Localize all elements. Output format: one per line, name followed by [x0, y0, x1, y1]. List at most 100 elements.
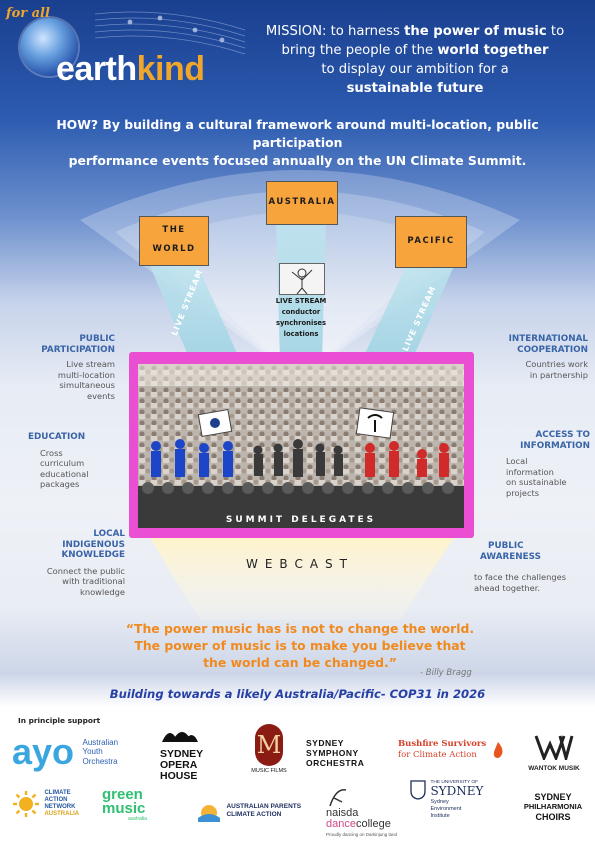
- beam-pacific: [362, 266, 454, 360]
- mission-emphasis: the power of music: [404, 24, 547, 39]
- feature-body: Live stream multi-location simultaneous …: [5, 359, 115, 401]
- can-sun-icon: [13, 791, 39, 817]
- mission-line-1: MISSION: to harness the power of music t…: [245, 22, 585, 41]
- mission-text: bring the people of the: [281, 43, 438, 58]
- usyd-text: THE UNIVERSITY OF SYDNEY Sydney Environm…: [430, 780, 483, 820]
- sponsor-sydney-philharmonia-choirs: SYDNEY PHILHARMONIA CHOIRS: [514, 792, 592, 822]
- sponsor-australian-parents-climate-action: AUSTRALIAN PARENTS CLIMATE ACTION: [196, 800, 326, 822]
- wantok-logo-icon: [534, 735, 574, 764]
- usyd-crest-icon: [410, 780, 426, 800]
- mission-line-4: sustainable future: [245, 79, 585, 98]
- feature-body-line: on sustainable: [506, 477, 567, 487]
- feature-body-line: Countries work: [525, 359, 589, 369]
- opera-house-icon: [162, 732, 198, 742]
- feature-title: AWARENESS: [480, 551, 541, 562]
- usyd-line: THE UNIVERSITY OF: [430, 780, 479, 785]
- feature-body-line: ahead together.: [474, 582, 541, 593]
- live-stream-note: LIVE STREAM conductor synchronises locat…: [266, 296, 336, 340]
- mission-statement: MISSION: to harness the power of music t…: [245, 22, 585, 98]
- apca-text: AUSTRALIAN PARENTS CLIMATE ACTION: [226, 803, 301, 819]
- cop31-statement: Building towards a likely Australia/Paci…: [109, 687, 486, 701]
- feature-public-participation: PUBLIC PARTICIPATION Live stream multi-l…: [5, 334, 115, 401]
- feature-body-line: Local: [506, 456, 528, 466]
- feature-body-line: to face the challenges: [474, 572, 567, 582]
- opera-house-line: SYDNEY: [160, 748, 204, 760]
- spc-line: CHOIRS: [535, 812, 571, 822]
- live-stream-note-line: synchronises: [275, 319, 327, 327]
- summit-screen-image: [138, 364, 464, 528]
- spc-text: SYDNEY PHILHARMONIA CHOIRS: [514, 792, 592, 822]
- feature-body-line: simultaneous: [59, 380, 115, 390]
- music-notes: [127, 15, 225, 43]
- apca-sun-icon: [198, 805, 220, 822]
- location-box-world: THE WORLD: [139, 216, 209, 266]
- location-label: THE: [162, 225, 186, 235]
- logo-earth: earth: [56, 50, 137, 88]
- location-label: AUSTRALIA: [268, 197, 336, 207]
- usyd-line: Environment: [430, 806, 462, 812]
- sponsor-naisda-dance-college: naisda dancecollege Proudly dancing on D…: [326, 786, 406, 837]
- conductor-sketch-image: [279, 263, 325, 295]
- naisda-tagline: Proudly dancing on Darkinjung land: [326, 832, 398, 837]
- opera-house-text: SYDNEY OPERA HOUSE: [160, 749, 230, 782]
- feature-public-awareness: PUBLIC AWARENESS to face the challenges …: [474, 541, 586, 593]
- sponsor-wantok-musik: WANTOK MUSIK: [522, 734, 586, 772]
- feature-international-cooperation: INTERNATIONAL COOPERATION Countries work…: [488, 334, 588, 380]
- quote-author: - Billy Bragg: [420, 668, 472, 678]
- feature-title: KNOWLEDGE: [61, 550, 125, 560]
- bushfire-line: Bushfire Survivors: [398, 739, 487, 749]
- mission-emphasis: world together: [437, 43, 549, 58]
- feature-body-line: packages: [40, 479, 80, 489]
- can-line: NETWORK: [44, 804, 76, 810]
- feature-title: LOCAL: [93, 529, 125, 539]
- mission-emphasis: sustainable future: [346, 81, 484, 96]
- spc-line: SYDNEY: [534, 792, 572, 802]
- music-films-name: MUSIC FILMS: [251, 768, 287, 774]
- feature-title: INFORMATION: [520, 440, 590, 451]
- ayo-text-line: Australian: [82, 737, 119, 747]
- sso-line: SYMPHONY: [306, 748, 359, 758]
- green-music-country: australia: [128, 816, 147, 822]
- feature-body-line: Live stream: [66, 359, 115, 369]
- usyd-line: SYDNEY: [430, 784, 484, 798]
- opera-house-line: OPERA: [160, 759, 198, 771]
- sponsor-bushfire-survivors: Bushfire Survivors for Climate Action: [398, 739, 518, 761]
- mission-line-2: bring the people of the world together: [245, 41, 585, 60]
- quote-line: the world can be changed.”: [203, 655, 397, 670]
- music-films-logo: M: [255, 724, 283, 766]
- webcast-cone: [150, 538, 454, 620]
- beam-world: [150, 266, 240, 360]
- sso-line: SYDNEY: [306, 738, 344, 748]
- feature-body-line: knowledge: [80, 586, 125, 597]
- sponsor-climate-action-network: CLIMATE ACTION NETWORK AUSTRALIA: [12, 790, 102, 818]
- feature-body: Countries work in partnership: [488, 359, 589, 380]
- feature-title: PARTICIPATION: [41, 344, 115, 355]
- naisda-line: naisda: [326, 807, 359, 819]
- how-line-2: performance events focused annually on t…: [68, 153, 527, 168]
- naisda-dancer-icon: [329, 789, 347, 807]
- feature-education: EDUCATION Cross curriculum educational p…: [28, 432, 128, 490]
- live-stream-note-line: locations: [283, 330, 319, 338]
- feature-title: ACCESS TO: [535, 430, 590, 440]
- ayo-text: Australian Youth Orchestra: [83, 738, 119, 767]
- bushfire-line: for Climate Action: [398, 750, 477, 760]
- can-line: AUSTRALIA: [44, 811, 80, 817]
- mission-line-3: to display our ambition for a: [321, 62, 509, 77]
- logo-for-all: for all: [6, 6, 50, 21]
- green-line: green: [102, 786, 143, 803]
- feature-body: to face the challenges ahead together.: [474, 572, 586, 593]
- location-box-australia: AUSTRALIA: [266, 181, 338, 225]
- sponsor-sydney-opera-house: SYDNEY OPERA HOUSE: [160, 722, 230, 782]
- bushfire-text: Bushfire Survivors for Climate Action: [398, 739, 486, 761]
- live-stream-note-line: conductor: [281, 308, 321, 316]
- sponsor-ayo: ayo Australian Youth Orchestra: [12, 734, 118, 770]
- naisda-dance: dance: [326, 818, 356, 830]
- can-line: ACTION: [44, 797, 68, 803]
- globe-logo-icon: [20, 18, 78, 76]
- crowd-performance-illustration: [138, 364, 464, 528]
- naisda-college: college: [355, 818, 391, 830]
- live-stream-note-line: LIVE STREAM: [275, 297, 327, 305]
- music-staff: [94, 11, 246, 55]
- wantok-name: WANTOK MUSIK: [528, 765, 580, 772]
- ayo-text-line: Orchestra: [82, 756, 118, 766]
